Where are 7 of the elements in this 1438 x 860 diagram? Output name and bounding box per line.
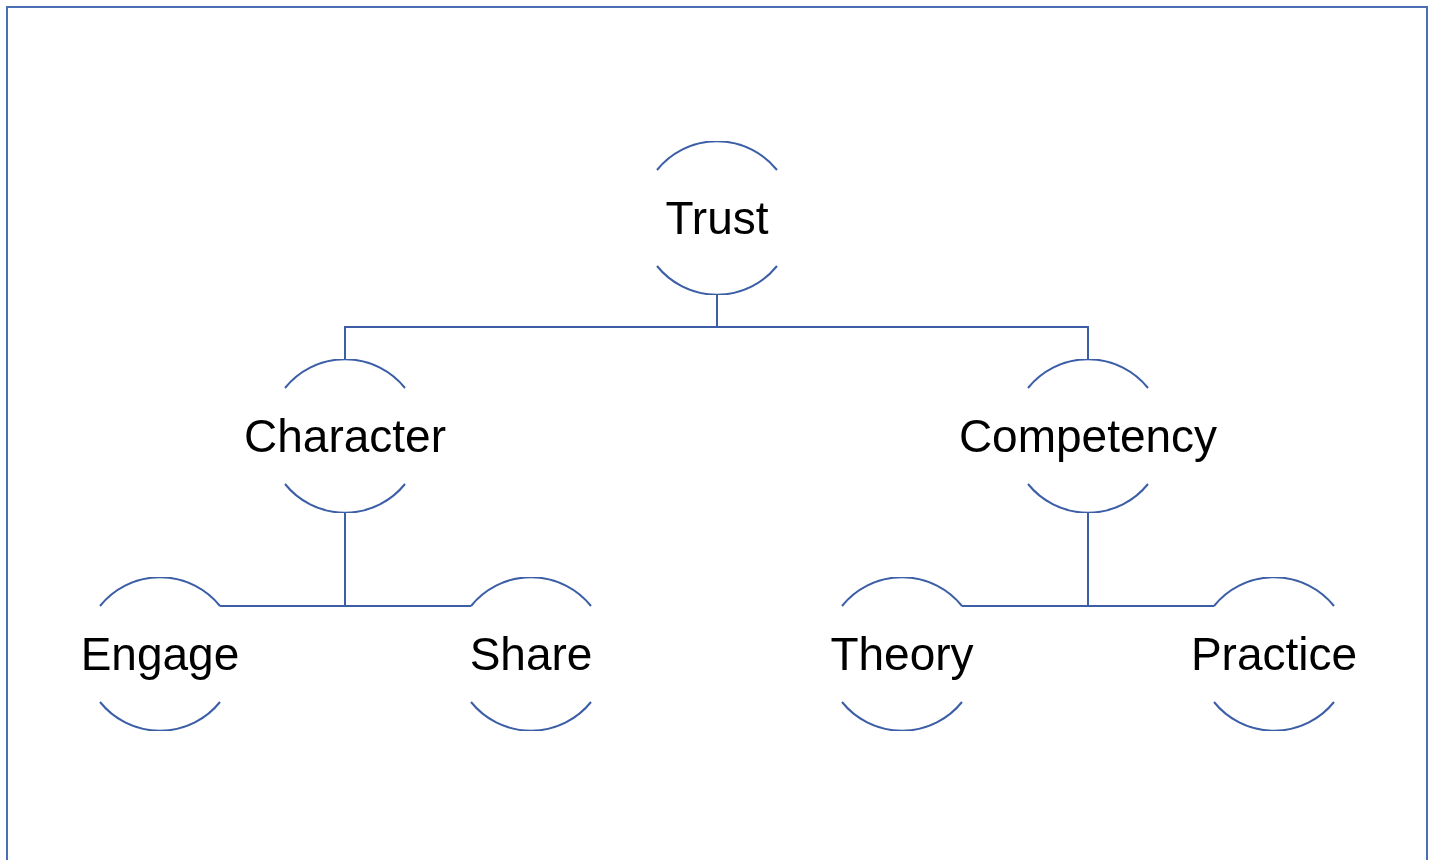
connector-line xyxy=(1087,512,1215,607)
node-label: Trust xyxy=(665,195,769,241)
connector-line xyxy=(716,294,1089,360)
node-label: Character xyxy=(244,413,446,459)
node-label: Share xyxy=(469,631,593,677)
connector-line xyxy=(344,512,472,607)
node-label: Practice xyxy=(1190,631,1358,677)
